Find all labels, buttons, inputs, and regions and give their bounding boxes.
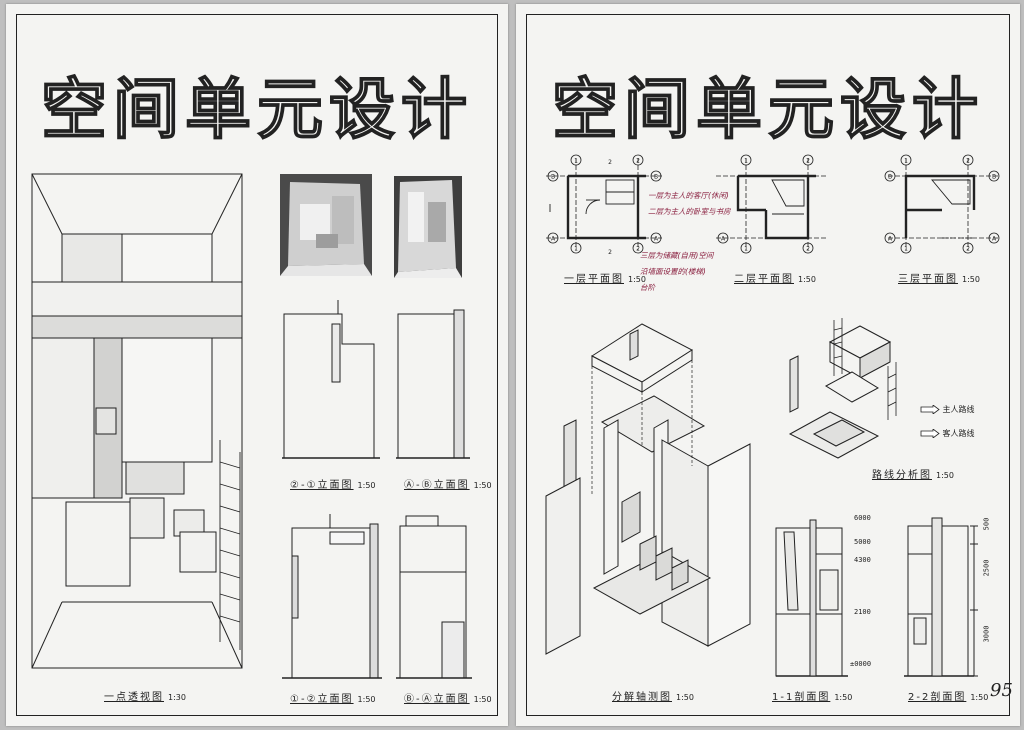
plan-1-grid-a-right: A bbox=[654, 236, 659, 243]
elevation-a-b-drawing bbox=[396, 309, 470, 459]
plan-2-grid-2-top: 2 bbox=[806, 158, 810, 165]
design-note-1: 一层为主人的客厅(休闲) bbox=[648, 191, 729, 200]
left-sheet: 空间单元设计 bbox=[6, 4, 508, 726]
left-sheet-frame bbox=[16, 14, 498, 716]
floor-plan-1: B A 1 1 2 2 B A 2 2 bbox=[546, 154, 662, 256]
page-number: 95 bbox=[990, 680, 1013, 701]
plan-1-grid-b-right: B bbox=[654, 174, 658, 181]
section-1-level-4300: 4300 bbox=[854, 556, 871, 564]
plan-2-grid-1-top: 1 bbox=[744, 158, 748, 165]
right-sheet: 空间单元设计 B A 1 1 2 bbox=[516, 4, 1020, 726]
host-route-arrow-icon bbox=[920, 404, 940, 415]
plan-3-grid-1-bottom: 1 bbox=[904, 246, 908, 253]
plan-2-grid-2-bottom: 2 bbox=[806, 246, 810, 253]
plan-2-grid-a: A bbox=[721, 236, 726, 243]
plan-1-grid-2-top: 2 bbox=[636, 158, 640, 165]
design-note-2: 二层为主人的卧室与书房 bbox=[648, 207, 731, 216]
plan-1-grid-a-bottom: A bbox=[551, 236, 556, 243]
floor-plan-3: B A 1 1 2 2 B A bbox=[884, 154, 1000, 254]
section-2-2-drawing bbox=[904, 517, 978, 677]
elevation-b-a-drawing bbox=[396, 515, 472, 679]
design-note-5: 台阶 bbox=[640, 283, 655, 292]
section-1-level-6000: 6000 bbox=[854, 514, 871, 522]
elevation-2-1-drawing bbox=[282, 300, 380, 459]
section-2-dim-2500: 2500 bbox=[982, 559, 991, 577]
perspective-drawing bbox=[31, 173, 243, 669]
section-2-dim-500: 500 bbox=[982, 517, 991, 531]
plan-1-grid-a-top: B bbox=[551, 174, 555, 181]
plan-1-cut-bottom: 2 bbox=[608, 249, 612, 256]
plan-3-grid-2-bottom: 2 bbox=[966, 246, 970, 253]
plan-3-grid-a-left: A bbox=[888, 236, 893, 243]
plan-1-grid-2-bottom: 2 bbox=[636, 246, 640, 253]
plan-3-grid-a-right: A bbox=[992, 236, 997, 243]
plan-2-grid-1-bottom: 1 bbox=[744, 246, 748, 253]
section-1-level-0: ±0000 bbox=[850, 660, 872, 668]
host-route-legend: 主人路线 bbox=[920, 404, 975, 415]
right-sheet-title: 空间单元设计 bbox=[551, 70, 984, 149]
guest-route-arrow-icon bbox=[920, 428, 940, 439]
plan-3-grid-1-top: 1 bbox=[904, 158, 908, 165]
section-1-level-5000: 5000 bbox=[854, 538, 871, 546]
design-note-3: 三层为储藏(自用)空间 bbox=[640, 251, 714, 260]
section-1-1-drawing bbox=[775, 519, 848, 677]
model-photo-1-image bbox=[280, 174, 372, 276]
model-photo-1 bbox=[280, 174, 372, 276]
plan-3-grid-b-right: B bbox=[992, 174, 996, 181]
section-2-dim-3000: 3000 bbox=[982, 625, 991, 643]
model-photo-2 bbox=[394, 176, 462, 278]
plan-1-cut-top: 2 bbox=[608, 159, 612, 166]
left-sheet-title: 空间单元设计 bbox=[40, 70, 473, 149]
model-photo-2-image bbox=[394, 176, 462, 278]
right-sheet-frame bbox=[526, 14, 1010, 716]
plan-1-grid-1-top: 1 bbox=[574, 158, 578, 165]
plan-3-grid-2-top: 2 bbox=[966, 158, 970, 165]
guest-route-legend: 客人路线 bbox=[920, 428, 975, 439]
route-analysis-drawing bbox=[788, 318, 897, 459]
elevation-1-2-drawing bbox=[282, 514, 382, 679]
floor-plan-2: 1 1 2 2 A bbox=[716, 154, 826, 254]
section-1-level-2100: 2100 bbox=[854, 608, 871, 616]
plan-3-grid-b-left: B bbox=[888, 174, 892, 181]
design-note-4: 沿墙面设置的(楼梯) bbox=[640, 267, 706, 276]
plan-1-grid-1-bottom: 1 bbox=[574, 246, 578, 253]
exploded-axonometric bbox=[545, 323, 751, 655]
